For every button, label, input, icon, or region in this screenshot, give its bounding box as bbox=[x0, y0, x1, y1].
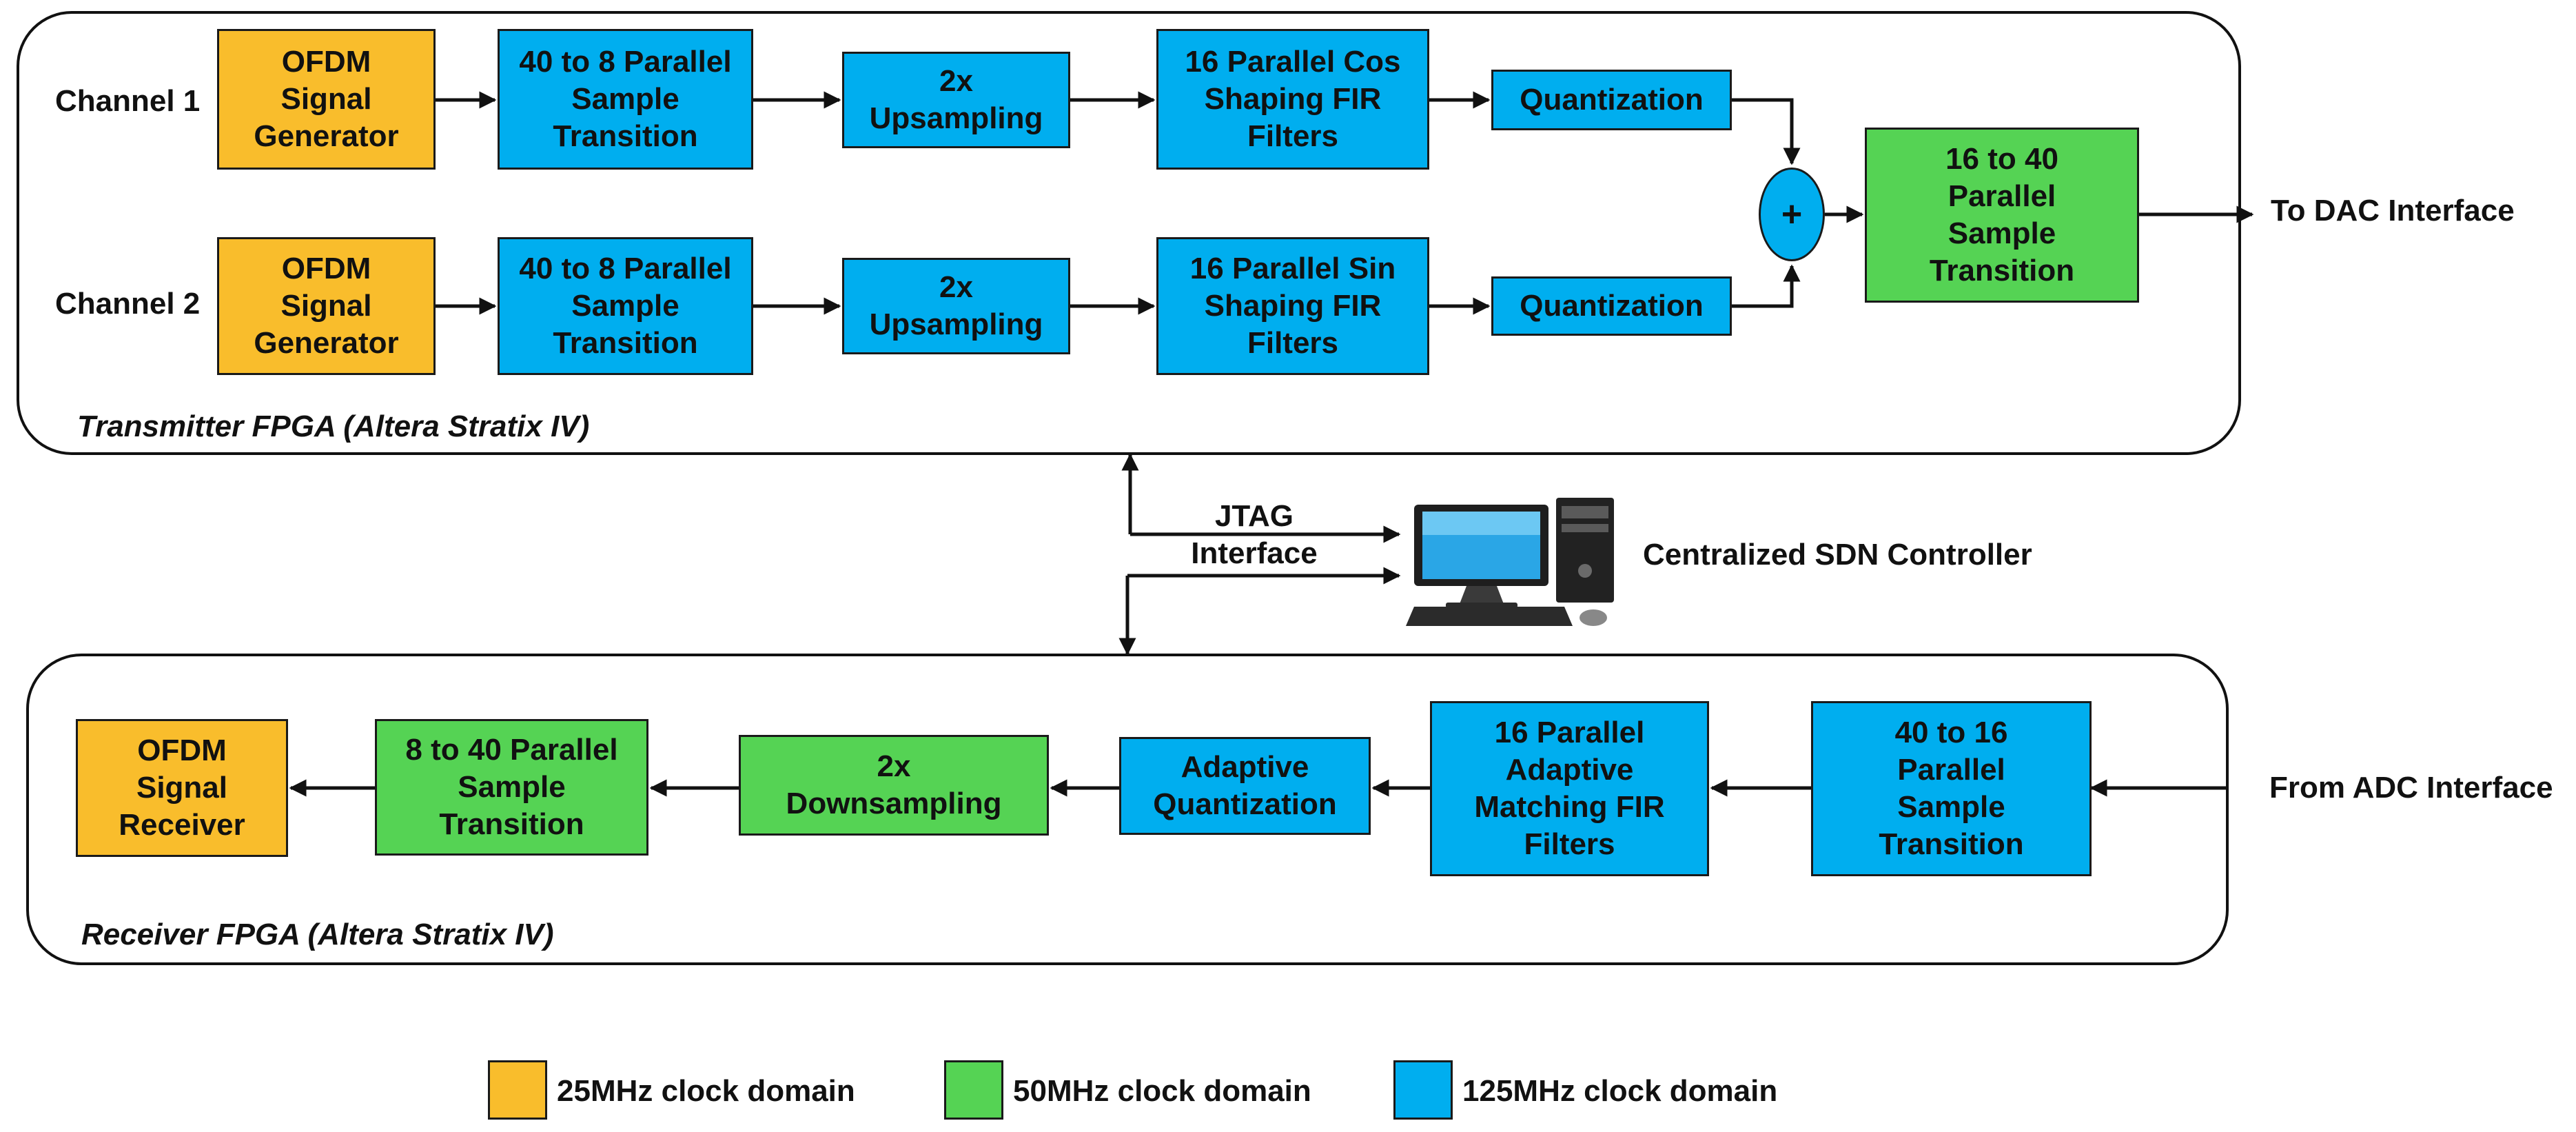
ch1-quantization: Quantization bbox=[1491, 70, 1732, 130]
channel-1-label: Channel 1 bbox=[55, 84, 201, 118]
ch2-quantization: Quantization bbox=[1491, 276, 1732, 336]
ch1-2x-upsampling: 2x Upsampling bbox=[842, 52, 1070, 148]
rx-40-to-16-parallel-sample-transition: 40 to 16 Parallel Sample Transition bbox=[1811, 701, 2092, 876]
rx-8-to-40-parallel-sample-transition: 8 to 40 Parallel Sample Transition bbox=[375, 719, 648, 856]
transmitter-fpga-label: Transmitter FPGA (Altera Stratix IV) bbox=[77, 410, 590, 443]
ch1-40-to-8-parallel-sample-transition: 40 to 8 Parallel Sample Transition bbox=[498, 29, 753, 170]
16-to-40-parallel-sample-transition: 16 to 40 Parallel Sample Transition bbox=[1865, 128, 2139, 303]
rx-adaptive-quantization: Adaptive Quantization bbox=[1119, 737, 1371, 835]
rx-adaptive-matching-fir-filters: 16 Parallel Adaptive Matching FIR Filter… bbox=[1430, 701, 1709, 876]
legend-swatch-25mhz bbox=[488, 1060, 547, 1120]
ch1-cos-shaping-fir-filters: 16 Parallel Cos Shaping FIR Filters bbox=[1156, 29, 1429, 170]
ch2-ofdm-signal-generator: OFDM Signal Generator bbox=[217, 237, 436, 375]
ch2-sin-shaping-fir-filters: 16 Parallel Sin Shaping FIR Filters bbox=[1156, 237, 1429, 375]
adder: + bbox=[1759, 168, 1825, 261]
ch2-2x-upsampling: 2x Upsampling bbox=[842, 258, 1070, 354]
jtag-interface-label: JTAG Interface bbox=[1191, 499, 1318, 570]
rx-2x-downsampling: 2x Downsampling bbox=[739, 735, 1049, 836]
legend-swatch-50mhz bbox=[944, 1060, 1003, 1120]
legend-swatch-125mhz bbox=[1393, 1060, 1453, 1120]
legend-label-25mhz: 25MHz clock domain bbox=[557, 1074, 855, 1108]
receiver-fpga-frame bbox=[26, 654, 2229, 965]
ch2-40-to-8-parallel-sample-transition: 40 to 8 Parallel Sample Transition bbox=[498, 237, 753, 375]
arrow-ch1-quantization-to-adder bbox=[1732, 98, 1801, 165]
from-adc-interface-label: From ADC Interface bbox=[2269, 771, 2553, 805]
to-dac-interface-label: To DAC Interface bbox=[2271, 194, 2515, 228]
arrow-ch2-quantization-to-adder bbox=[1732, 264, 1801, 308]
legend-label-125mhz: 125MHz clock domain bbox=[1462, 1074, 1778, 1108]
channel-2-label: Channel 2 bbox=[55, 287, 201, 321]
rx-ofdm-signal-receiver: OFDM Signal Receiver bbox=[76, 719, 288, 857]
transmitter-fpga-frame bbox=[17, 11, 2241, 455]
receiver-fpga-label: Receiver FPGA (Altera Stratix IV) bbox=[81, 918, 554, 951]
legend-label-50mhz: 50MHz clock domain bbox=[1013, 1074, 1311, 1108]
ch1-ofdm-signal-generator: OFDM Signal Generator bbox=[217, 29, 436, 170]
centralized-sdn-controller-label: Centralized SDN Controller bbox=[1643, 538, 2032, 572]
desktop-computer-icon bbox=[1406, 498, 1614, 626]
